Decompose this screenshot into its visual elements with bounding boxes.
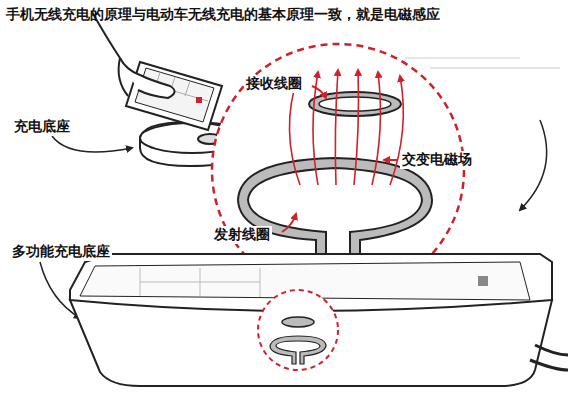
callout-label: 充电底座 [12, 118, 72, 136]
callout-label: 发射线圈 [212, 226, 272, 244]
multifunction-base [70, 254, 568, 386]
phone-in-hand [92, 12, 222, 130]
field-lines [289, 70, 403, 185]
title: 手机无线充电的原理与电动车无线充电的基本原理一致，就是电磁感应 [6, 6, 440, 24]
receive-coil [309, 92, 401, 116]
callout-label: 多功能充电底座 [10, 243, 112, 261]
callout-label: 接收线圈 [244, 75, 304, 93]
callout-label: 交变电磁场 [400, 151, 474, 169]
